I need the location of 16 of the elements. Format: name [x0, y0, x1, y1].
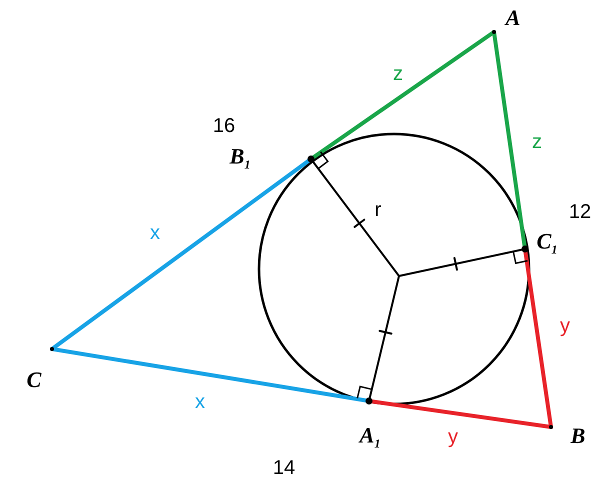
segment-label: x [150, 223, 160, 243]
point-label: A$_{1}$ [360, 424, 380, 450]
side-length: 12 [568, 202, 592, 222]
side-length: 14 [272, 458, 296, 478]
point-label: B [570, 425, 586, 447]
point-label: A [506, 7, 520, 29]
radius-label: r [374, 200, 382, 220]
segment-label: y [560, 316, 570, 336]
segment-label: z [532, 132, 542, 152]
segment-label: x [195, 392, 205, 412]
point-label: C$_{1}$ [536, 230, 558, 256]
point-label: C [26, 369, 42, 391]
segment-label: z [393, 64, 403, 84]
segment-label: y [448, 427, 458, 447]
point-label: B$_{1}$ [230, 145, 250, 171]
side-length: 16 [212, 116, 236, 136]
